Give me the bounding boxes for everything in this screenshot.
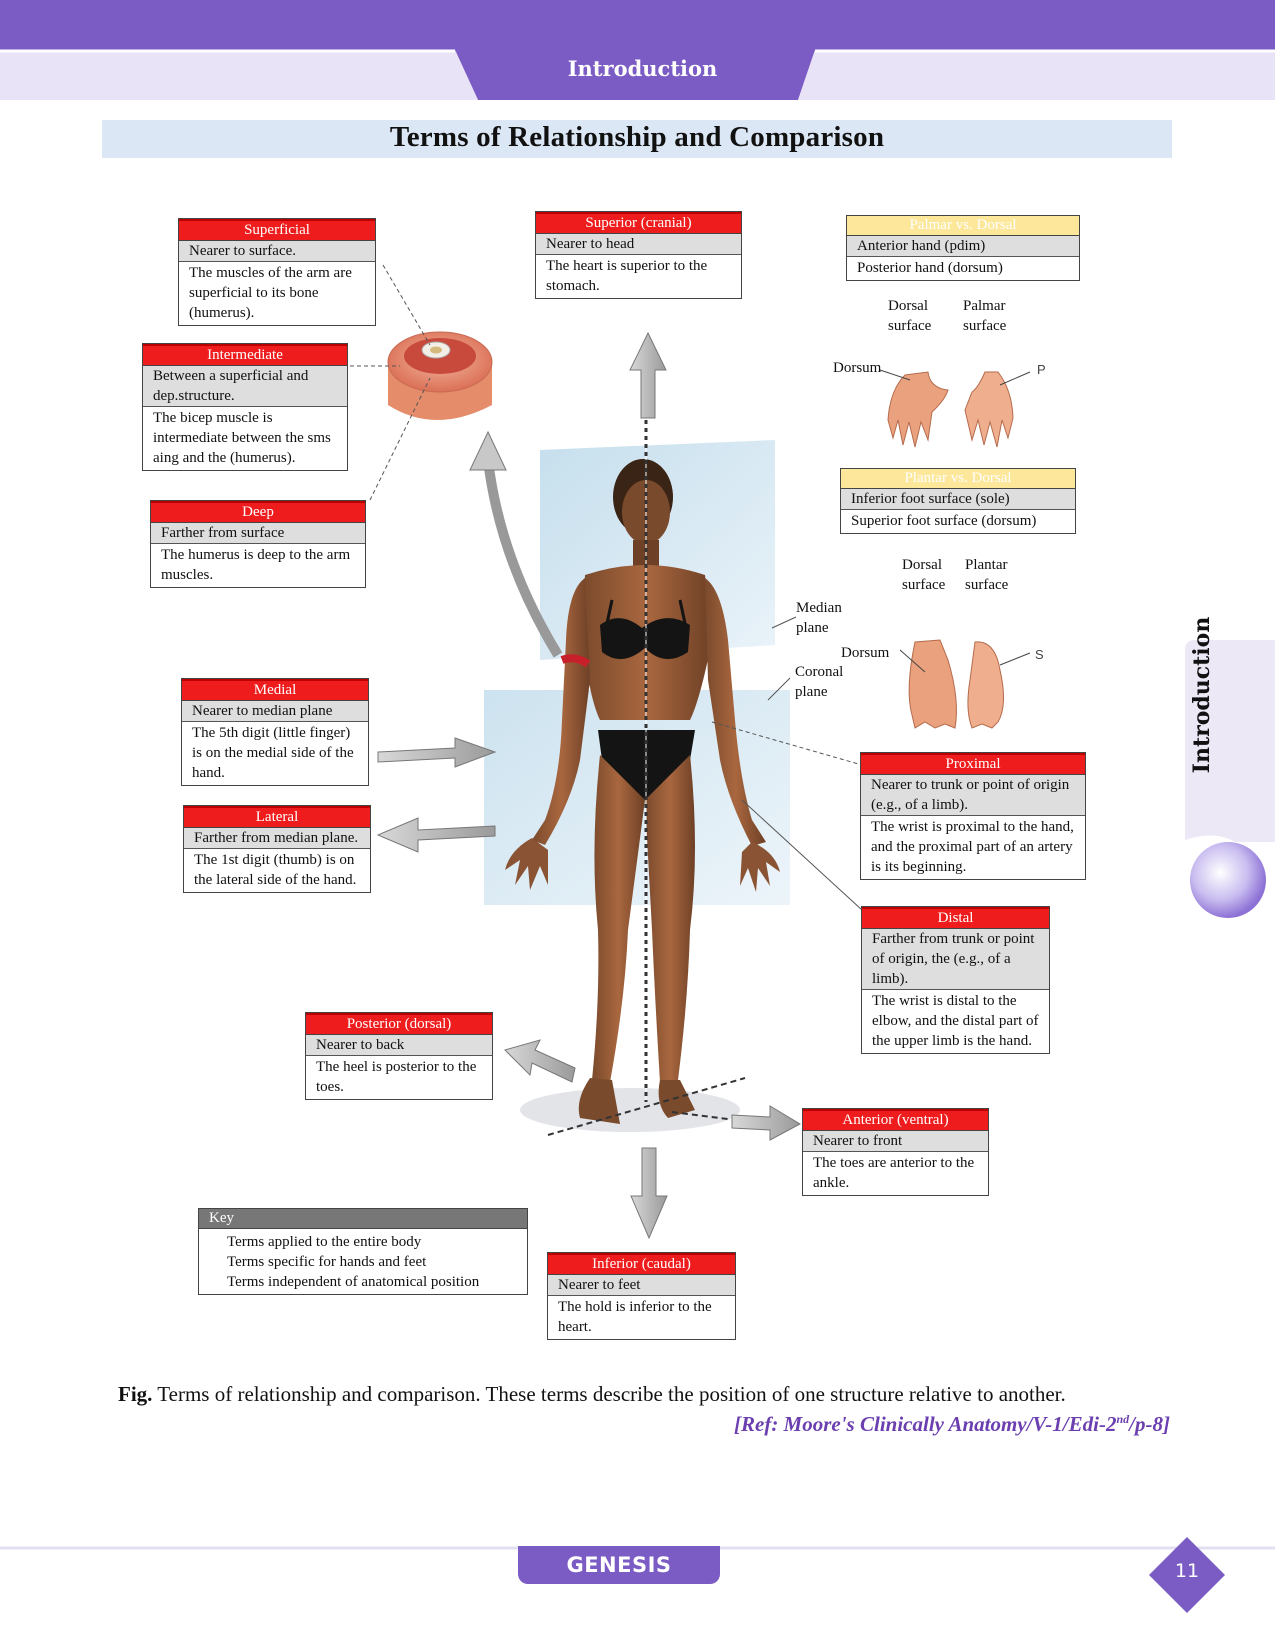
box-inferior-title: Inferior (caudal) [548,1253,735,1275]
label-median-plane: Median plane [796,600,842,636]
box-posterior-title: Posterior (dorsal) [306,1013,492,1035]
box-palmar-title: Palmar vs. Dorsal [847,216,1079,236]
label-plantar-surface: Plantar surface [965,557,1009,593]
arrow-proximal-curve [483,459,563,658]
ref-sup: nd [1116,1412,1130,1426]
box-lateral-definition: Farther from median plane. [184,828,370,849]
box-deep-definition: Farther from surface [151,523,365,544]
feet-illustration [899,639,1031,729]
box-superior-example: The heart is superior to the stomach. [546,258,708,294]
label-sole-s: S [1035,647,1044,662]
box-lateral-title: Lateral [184,806,370,828]
caption-lead: Fig. [118,1382,153,1406]
box-distal-definition: Farther from trunk or point of origin, t… [862,929,1049,990]
box-inferior-definition: Nearer to feet [548,1275,735,1296]
box-lateral-example: The 1st digit (thumb) is on the lateral … [194,852,357,888]
figure-reference: [Ref: Moore's Clinically Anatomy/V-1/Edi… [600,1412,1170,1437]
label-dorsum-hand: Dorsum [833,360,882,376]
box-palmar-row2: Posterior hand (dorsum) [857,260,1003,276]
box-posterior: Posterior (dorsal) Nearer to back The he… [305,1012,493,1100]
box-distal-example: The wrist is distal to the elbow, and th… [872,993,1039,1049]
box-intermediate: Intermediate Between a superficial and d… [142,343,348,471]
arm-cross-section [387,331,493,420]
page-diamond [1149,1537,1225,1613]
label-palm-p: P [1037,362,1046,377]
box-plantar-title: Plantar vs. Dorsal [841,469,1075,489]
header-tab-shape [0,49,1275,100]
key-item: Terms specific for hands and feet [227,1254,427,1270]
footer-brand: GENESIS [518,1546,720,1584]
arrow-posterior [504,1039,576,1083]
box-palmar-row1: Anterior hand (pdim) [847,236,1079,257]
label-coronal-plane: Coronal plane [795,664,844,700]
box-proximal-title: Proximal [861,753,1085,775]
arrow-superior [629,331,667,419]
box-inferior-example: The hold is inferior to the heart. [558,1299,712,1335]
box-anterior-example: The toes are anterior to the ankle. [813,1155,975,1191]
key-item: Terms applied to the entire body [227,1234,422,1250]
key-item: Terms independent of anatomical position [227,1274,480,1290]
arrow-lateral [376,817,496,853]
box-proximal-definition: Nearer to trunk or point of origin (e.g.… [861,775,1085,816]
box-superior-title: Superior (cranial) [536,212,741,234]
box-distal: Distal Farther from trunk or point of or… [861,906,1050,1054]
caption-text: Terms of relationship and comparison. Th… [152,1382,1066,1406]
label-dorsal-surface-hand: Dorsal surface [888,298,932,334]
label-dorsal-surface-foot: Dorsal surface [902,557,946,593]
box-medial-title: Medial [182,679,368,701]
header-section-title: Introduction [567,56,718,81]
box-anterior: Anterior (ventral) Nearer to front The t… [802,1108,989,1196]
box-intermediate-definition: Between a superficial and dep.structure. [143,366,347,407]
box-superior-definition: Nearer to head [536,234,741,255]
box-medial: Medial Nearer to median plane The 5th di… [181,678,369,786]
arrow-anterior [731,1105,802,1141]
box-plantar-row1: Inferior foot surface (sole) [841,489,1075,510]
box-palmar-dorsal: Palmar vs. Dorsal Anterior hand (pdim) P… [846,215,1080,281]
box-deep-example: The humerus is deep to the arm muscles. [161,547,351,583]
box-plantar-row2: Superior foot surface (dorsum) [851,513,1037,529]
page-title: Terms of Relationship and Comparison [389,121,885,153]
ref-post: /p-8] [1129,1412,1170,1436]
box-anterior-title: Anterior (ventral) [803,1109,988,1131]
box-medial-definition: Nearer to median plane [182,701,368,722]
side-orb [1190,842,1266,918]
label-palmar-surface: Palmar surface [963,298,1007,334]
side-tab-label: Introduction [1189,616,1215,774]
box-anterior-definition: Nearer to front [803,1131,988,1152]
hands-illustration [879,369,1031,448]
arrow-medial [377,737,497,768]
box-superior: Superior (cranial) Nearer to head The he… [535,211,742,299]
page-number: 11 [1174,1560,1200,1582]
box-intermediate-example: The bicep muscle is intermediate between… [153,410,331,466]
box-posterior-example: The heel is posterior to the toes. [316,1059,477,1095]
box-superficial: Superficial Nearer to surface. The muscl… [178,218,376,326]
box-inferior: Inferior (caudal) Nearer to feet The hol… [547,1252,736,1340]
box-lateral: Lateral Farther from median plane. The 1… [183,805,371,893]
box-proximal-example: The wrist is proximal to the hand, and t… [871,819,1074,875]
arrow-inferior [630,1147,668,1240]
label-dorsum-foot: Dorsum [841,645,890,661]
key-title: Key [199,1209,527,1229]
box-deep-title: Deep [151,501,365,523]
box-plantar-dorsal: Plantar vs. Dorsal Inferior foot surface… [840,468,1076,534]
box-proximal: Proximal Nearer to trunk or point of ori… [860,752,1086,880]
box-deep: Deep Farther from surface The humerus is… [150,500,366,588]
ref-pre: [Ref: Moore's Clinically Anatomy/V-1/Edi… [734,1412,1117,1436]
title-bar [102,120,1172,158]
box-intermediate-title: Intermediate [143,344,347,366]
key-box: Key Terms applied to the entire body Ter… [198,1208,528,1295]
box-distal-title: Distal [862,907,1049,929]
header-band [0,0,1275,52]
box-superficial-example: The muscles of the arm are superficial t… [189,265,352,321]
box-medial-example: The 5th digit (little finger) is on the … [192,725,354,781]
box-posterior-definition: Nearer to back [306,1035,492,1056]
figure-caption: Fig. Terms of relationship and compariso… [118,1382,1178,1407]
box-superficial-title: Superficial [179,219,375,241]
side-tab-shape [1185,640,1275,842]
box-superficial-definition: Nearer to surface. [179,241,375,262]
